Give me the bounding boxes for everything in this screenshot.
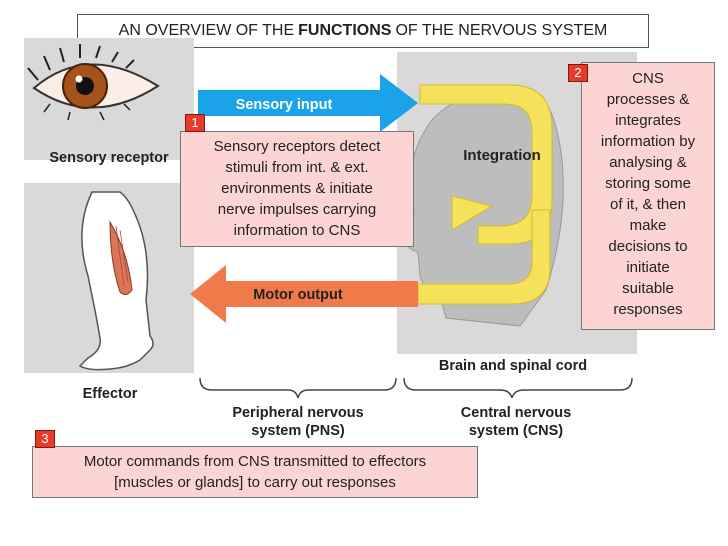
- integration-arrow: [417, 84, 553, 305]
- callout-2-line: storing some: [605, 175, 691, 192]
- callout-1-line: stimuli from int. & ext.: [225, 159, 369, 176]
- callout-2-line: of it, & then: [610, 196, 686, 213]
- callout-2-line: processes &: [606, 91, 690, 108]
- effector-label: Effector: [82, 386, 138, 402]
- pns-label-line1: Peripheral nervous: [232, 405, 364, 421]
- callout-motor-commands: Motor commands from CNS transmitted to e…: [32, 446, 478, 498]
- sensory-receptor-label: Sensory receptor: [49, 150, 169, 166]
- callout-3-line: [muscles or glands] to carry out respons…: [114, 474, 396, 491]
- callout-2-line: decisions to: [608, 238, 688, 255]
- callout-2-line: suitable: [622, 280, 674, 297]
- cns-label-line1: Central nervous: [460, 405, 572, 421]
- title-emphasis: FUNCTIONS: [298, 22, 392, 39]
- callout-2-badge: 2: [568, 64, 588, 82]
- eye-icon: [27, 44, 160, 121]
- callout-2-line: analysing &: [609, 154, 687, 171]
- callout-2-line: integrates: [615, 112, 681, 129]
- pns-label: Peripheral nervous system (PNS): [212, 404, 384, 440]
- cns-label-line2: system (CNS): [468, 423, 564, 439]
- title-suffix: OF THE NERVOUS SYSTEM: [395, 22, 608, 39]
- pns-label-line2: system (PNS): [251, 423, 345, 439]
- callout-sensory-receptors: Sensory receptors detect stimuli from in…: [180, 131, 414, 247]
- cns-label: Central nervous system (CNS): [426, 404, 606, 440]
- integration-label: Integration: [463, 147, 541, 164]
- callout-1-line: environments & initiate: [221, 180, 373, 197]
- motor-output-arrow: Motor output: [190, 265, 418, 323]
- brain-spinal-cord-label: Brain and spinal cord: [438, 358, 588, 374]
- callout-cns-processing: CNS processes & integrates information b…: [581, 62, 715, 330]
- callout-2-line: CNS: [632, 70, 664, 87]
- callout-1-badge: 1: [185, 114, 205, 132]
- pns-brace: [199, 377, 397, 399]
- callout-2-line: responses: [613, 301, 683, 318]
- callout-3-line: Motor commands from CNS transmitted to e…: [83, 453, 427, 470]
- sensory-input-label: Sensory input: [236, 97, 333, 113]
- callout-1-line: nerve impulses carrying: [217, 201, 377, 218]
- callout-2-line: initiate: [626, 259, 670, 276]
- leg-icon: [78, 191, 154, 371]
- motor-output-label: Motor output: [253, 287, 343, 303]
- callout-3-badge: 3: [35, 430, 55, 448]
- callout-1-line: information to CNS: [233, 222, 361, 239]
- callout-2-line: information by: [600, 133, 696, 150]
- title-prefix: AN OVERVIEW OF THE: [118, 22, 295, 39]
- callout-1-line: Sensory receptors detect: [213, 138, 381, 155]
- sensory-input-arrow: Sensory input: [198, 74, 418, 132]
- callout-2-line: make: [629, 217, 667, 234]
- cns-brace: [403, 377, 633, 399]
